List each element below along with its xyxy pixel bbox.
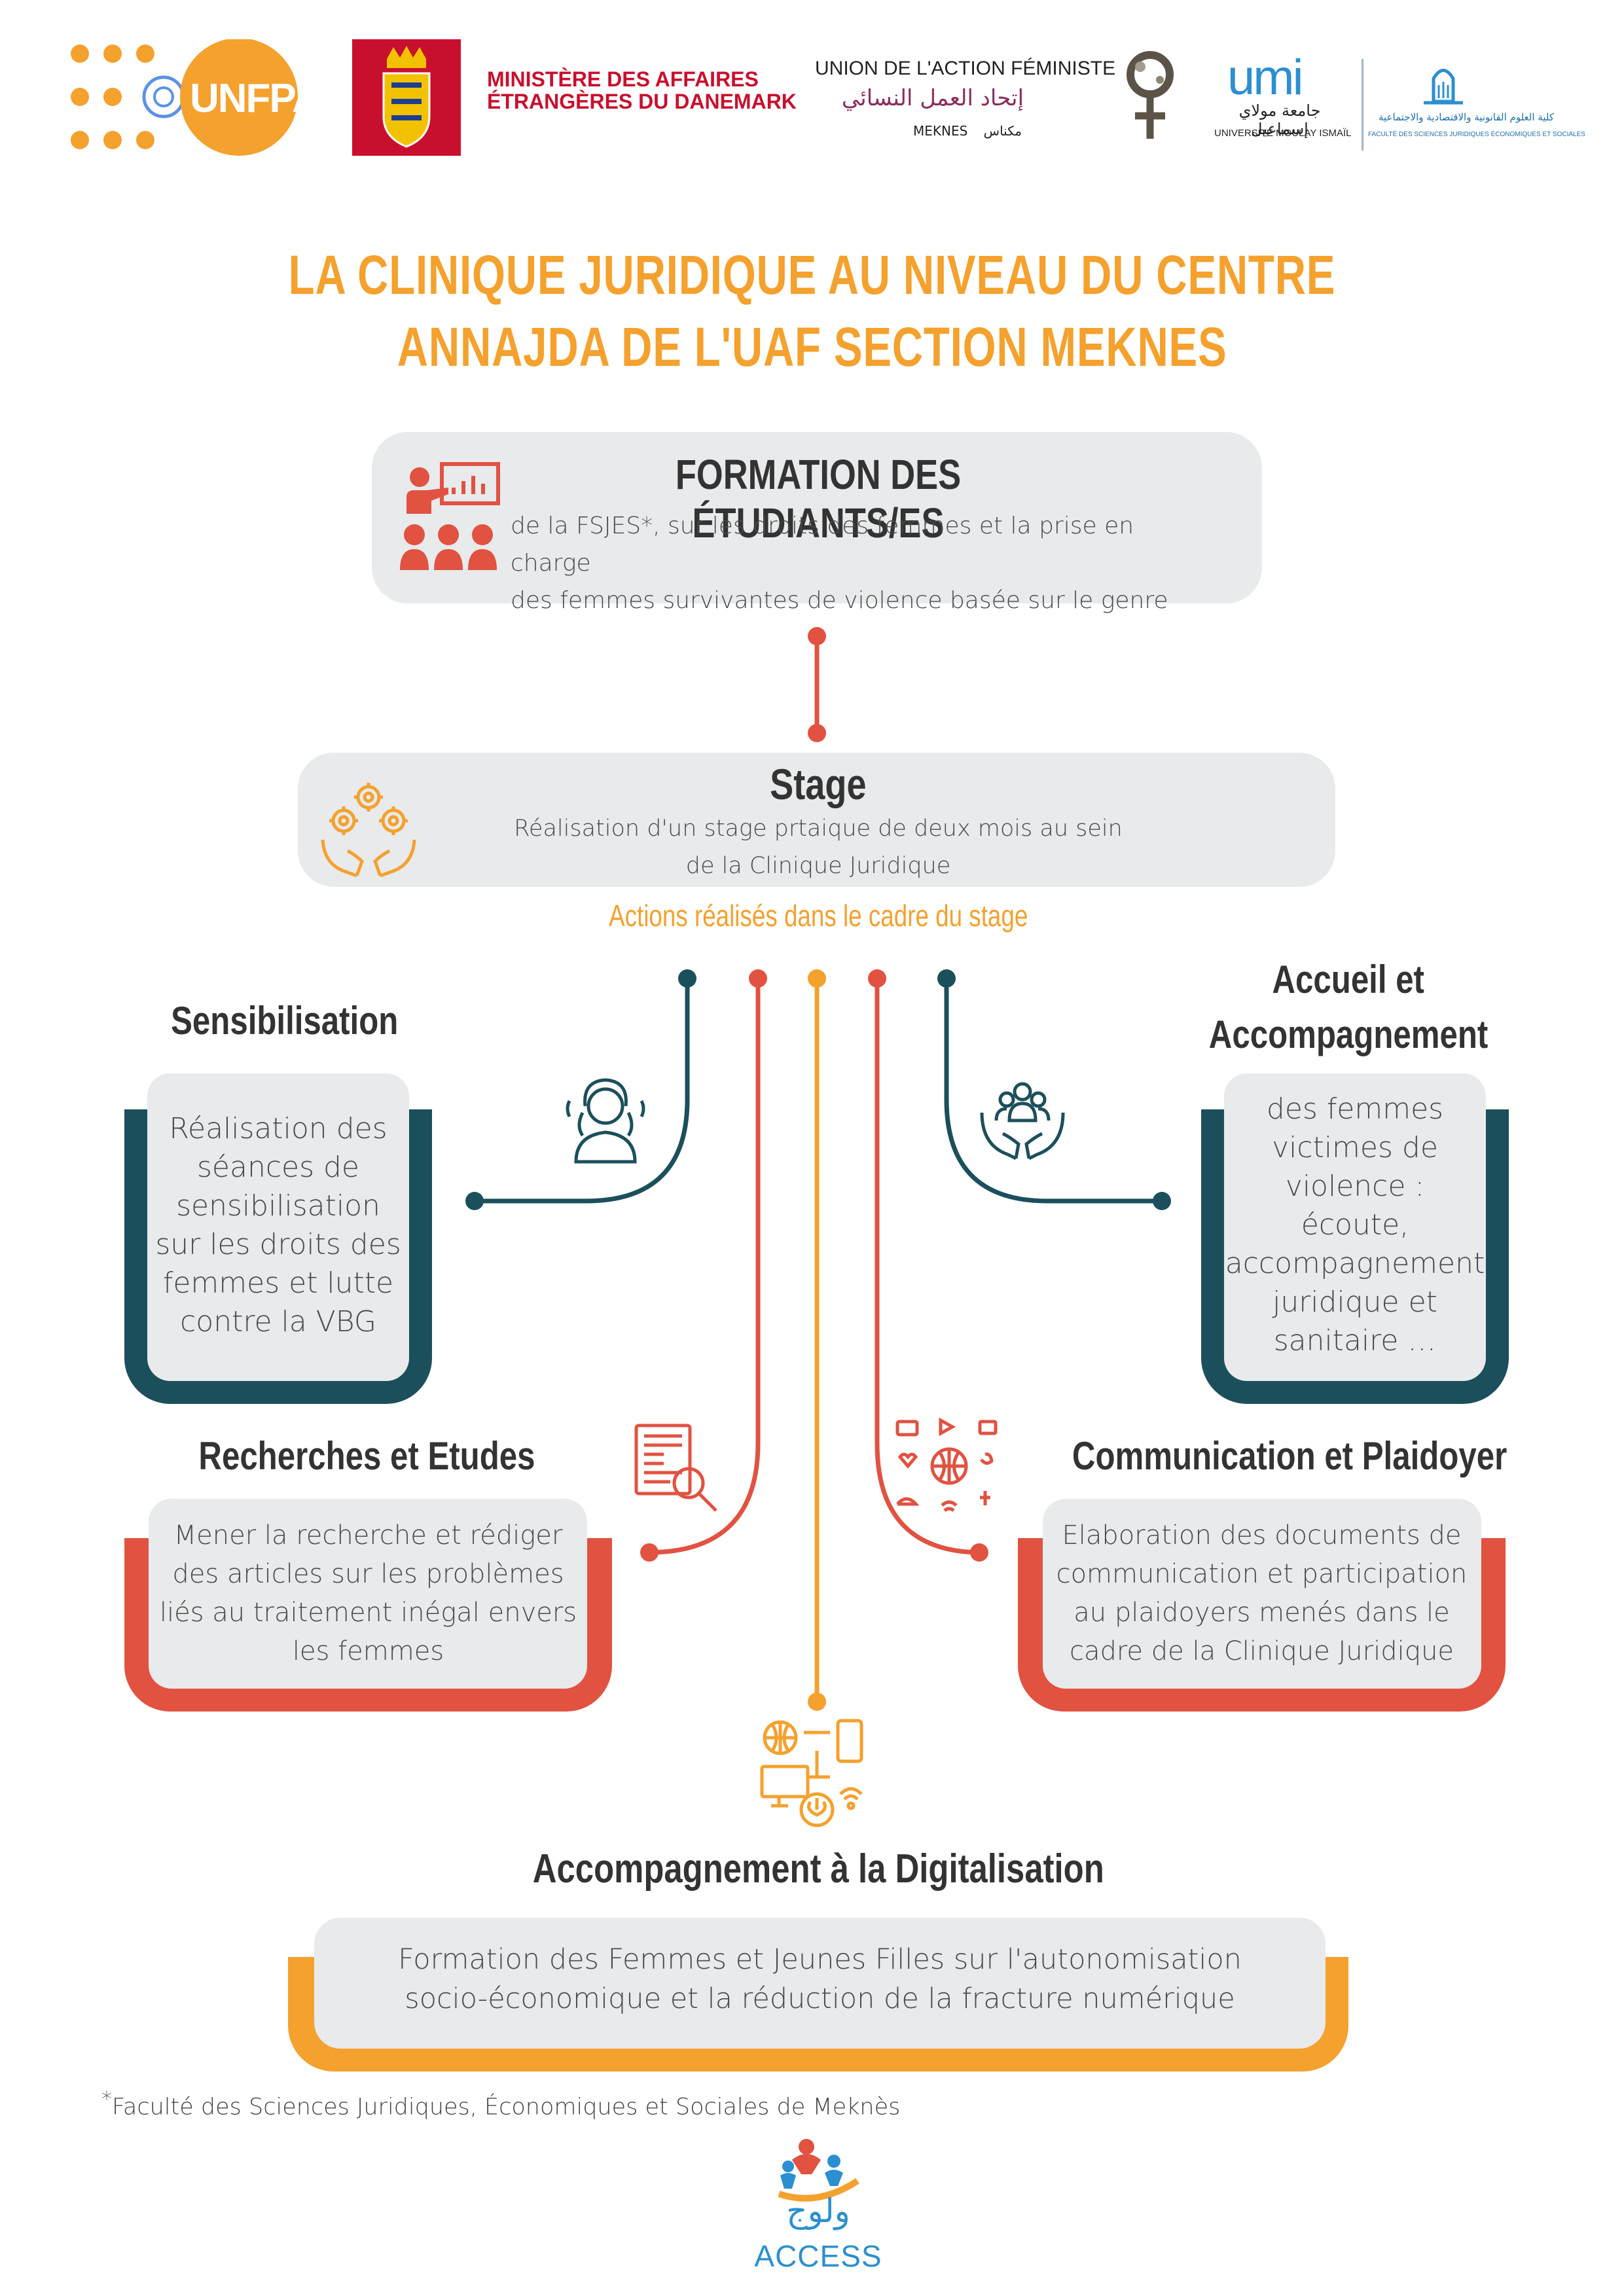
denmark-ministry-name: MINISTÈRE DES AFFAIRES ÉTRANGÈRES DU DAN… (487, 67, 797, 113)
logo-divider (1362, 59, 1363, 151)
people-in-hands-icon (980, 1082, 1065, 1160)
page-title-line-2: ANNAJDA DE L'UAF SECTION MEKNES (397, 316, 1227, 378)
formation-box (372, 432, 1262, 603)
fsjes-latin: FACULTÉ DES SCIENCES JURIDIQUES ÉCONOMIQ… (1368, 131, 1585, 138)
communication-network-icon (895, 1417, 998, 1512)
formation-text: de la FSJES*, sur les droits des femmes … (511, 512, 1168, 614)
training-presentation-icon (400, 462, 500, 570)
document-search-icon (634, 1424, 717, 1512)
footnote: *Faculté des Sciences Juridiques, Économ… (101, 2087, 900, 2121)
speaking-woman-icon (566, 1078, 645, 1164)
uaf-logo: UNION DE L'ACTION FÉMINISTE إتحاد العمل … (815, 58, 1142, 149)
digital-devices-icon (760, 1719, 863, 1827)
unfpa-dots-icon (71, 39, 298, 156)
uaf-city: MEKNES (913, 123, 968, 139)
stage-text: Réalisation d'un stage prtaique de deux … (514, 816, 1123, 879)
fsjes-logo: كلية العلوم القانونية والاقتصادية والاجت… (1368, 56, 1585, 154)
recherches-heading: Recherches et Etudes (198, 1434, 535, 1478)
accueil-heading: Accueil et Accompagnement (1208, 958, 1489, 1056)
umi-logo: umi جامعة مولاي إسماعيل UNIVERSITÉ MOULA… (1214, 50, 1352, 154)
stage-heading: Stage (770, 760, 867, 808)
uaf-city-arabic: مكناس (983, 123, 1022, 139)
digitalisation-text: Formation des Femmes et Jeunes Filles su… (398, 1943, 1242, 2015)
communication-heading: Communication et Plaidoyer (1072, 1434, 1507, 1478)
fsjes-arabic: كلية العلوم القانونية والاقتصادية والاجت… (1379, 111, 1554, 123)
actions-label: Actions réalisés dans le cadre du stage (608, 899, 1028, 933)
unfpa-wordmark: UNFPA (190, 76, 321, 121)
umi-latin: UNIVERSITÉ MOULAY ISMAÏL (1214, 128, 1352, 139)
page-title-line-1: LA CLINIQUE JURIDIQUE AU NIVEAU DU CENTR… (288, 244, 1336, 306)
communication-text: Elaboration des documents de communicati… (1056, 1520, 1468, 1666)
umi-mark: umi (1227, 50, 1303, 105)
denmark-crest (352, 39, 461, 156)
footnote-text: Faculté des Sciences Juridiques, Économi… (112, 2094, 901, 2121)
stage-box (298, 753, 1335, 887)
sensibilisation-text: Réalisation des séances de sensibilisati… (155, 1112, 401, 1338)
access-logo-figures-icon (778, 2139, 859, 2202)
uaf-name: UNION DE L'ACTION FÉMINISTE (815, 58, 1116, 79)
communication-box (1043, 1499, 1481, 1689)
accueil-text: des femmes victimes de violence : écoute… (1225, 1092, 1485, 1357)
digitalisation-box (314, 1918, 1326, 2049)
sensibilisation-heading: Sensibilisation (171, 999, 399, 1043)
access-logo-arabic: ولوج (786, 2192, 850, 2230)
formation-heading: FORMATION DES ÉTUDIANTS/ES (675, 451, 962, 547)
royal-crown-shield-icon (382, 46, 431, 148)
access-logo-latin: ACCESS (754, 2239, 882, 2273)
gears-hands-icon (321, 783, 416, 878)
female-symbol-icon (1127, 51, 1174, 139)
umi-arabic: جامعة مولاي إسماعيل (1238, 101, 1321, 138)
recherches-text: Mener la recherche et rédiger des articl… (159, 1520, 577, 1666)
faculty-building-icon (1424, 69, 1463, 105)
sensibilisation-box (147, 1073, 409, 1381)
accueil-box (1224, 1073, 1486, 1381)
uaf-name-arabic: إتحاد العمل النسائي (841, 85, 1024, 111)
recherches-box (149, 1499, 587, 1689)
unfpa-logo: UNFPA (65, 39, 321, 157)
digitalisation-heading: Accompagnement à la Digitalisation (532, 1846, 1104, 1892)
footnote-mark: * (101, 2087, 112, 2111)
